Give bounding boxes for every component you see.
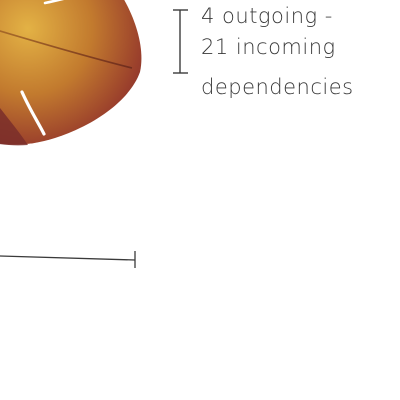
petal-shape [0,0,142,145]
petal-gap-2 [43,0,65,5]
petal-vein [0,30,133,69]
annotation-line-dependencies: dependencies [201,75,354,99]
scale-line [0,251,136,268]
annotation-line-incoming: 21 incoming [201,35,336,59]
annotation-bracket [173,9,188,74]
petal-lower-lobe [0,108,28,146]
annotation-line-outgoing: 4 outgoing - [201,4,333,28]
petal-gap-1 [20,90,46,136]
